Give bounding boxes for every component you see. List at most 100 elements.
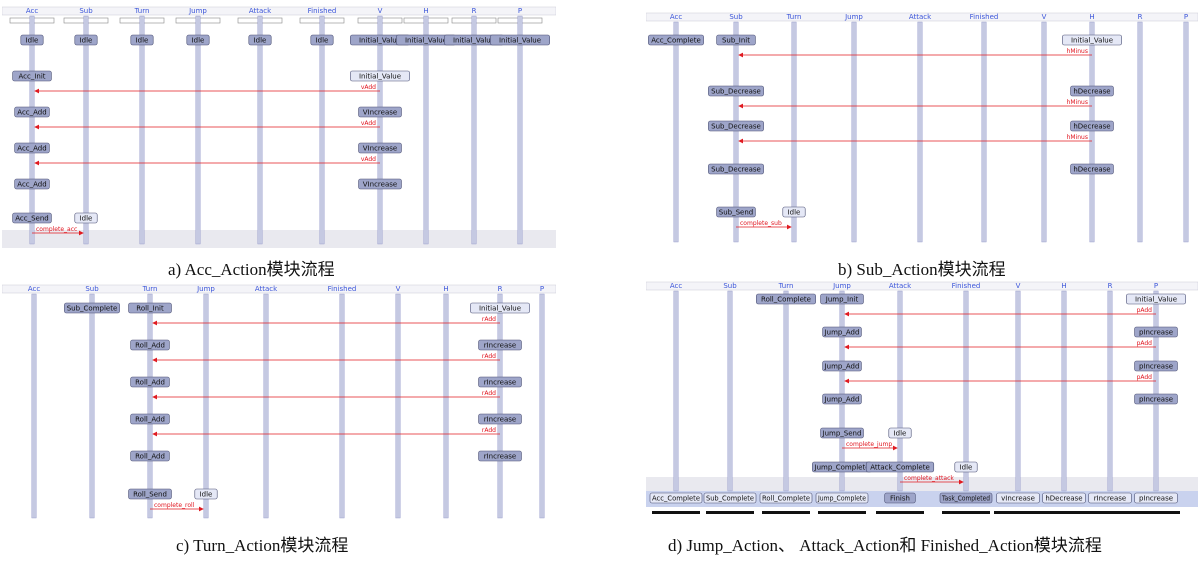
svg-text:Sub_Complete: Sub_Complete	[706, 495, 754, 503]
svg-text:Idle: Idle	[192, 37, 205, 45]
message-label: complete_jump	[846, 441, 892, 448]
message-label: vAdd	[361, 84, 376, 91]
lifeline-label: P	[1184, 13, 1188, 21]
svg-text:Idle: Idle	[960, 464, 973, 472]
lifeline-label: H	[1061, 282, 1066, 290]
state-node: Initial_Value	[350, 70, 410, 82]
state-node: Acc_Init	[12, 70, 52, 82]
lifeline-label: H	[423, 7, 428, 15]
state-node: rIncrease	[1088, 492, 1132, 504]
svg-text:Acc_Init: Acc_Init	[18, 73, 45, 81]
lifeline-finished	[981, 21, 987, 243]
state-node: Roll_Add	[130, 413, 170, 425]
lifeline-label: Turn	[134, 7, 150, 15]
state-node: Finish	[884, 492, 916, 504]
lifeline-label: R	[1108, 282, 1113, 290]
svg-text:Initial_Value: Initial_Value	[359, 37, 401, 45]
svg-text:hDecrease: hDecrease	[1073, 123, 1110, 131]
lifeline-acc	[29, 15, 35, 245]
state-node: rIncrease	[478, 413, 522, 425]
svg-text:pIncrease: pIncrease	[1139, 363, 1173, 371]
state-node: Initial_Value	[444, 34, 504, 46]
lifeline-label: R	[498, 285, 503, 293]
lifeline-label: Acc	[670, 13, 683, 21]
svg-text:Initial_Value: Initial_Value	[1071, 37, 1113, 45]
svg-text:Acc_Add: Acc_Add	[17, 181, 46, 189]
svg-text:rIncrease: rIncrease	[1094, 495, 1127, 503]
lifeline-label: Turn	[778, 282, 794, 290]
panel-d-caption: d) Jump_Action、 Attack_Action和 Finished_…	[668, 536, 1102, 555]
message-label: hMinus	[1067, 99, 1088, 106]
lifeline-p	[1183, 21, 1189, 243]
svg-text:pIncrease: pIncrease	[1139, 329, 1173, 337]
lifeline-h	[1061, 290, 1067, 492]
state-node: hDecrease	[1070, 120, 1114, 132]
svg-text:Jump_Add: Jump_Add	[824, 396, 860, 404]
state-node: Acc_Add	[14, 142, 50, 154]
state-node: Acc_Add	[14, 178, 50, 190]
state-node: VIncrease	[358, 142, 402, 154]
lifeline-attack	[917, 21, 923, 243]
lifeline-p	[517, 15, 523, 245]
state-node: Idle	[310, 34, 334, 46]
header-strip	[646, 12, 1198, 22]
lifeline-v	[377, 15, 383, 245]
svg-text:Jump_Complete: Jump_Complete	[817, 495, 866, 503]
lifeline-h	[1089, 21, 1095, 243]
state-node: Roll_Add	[130, 339, 170, 351]
state-node: rIncrease	[478, 376, 522, 388]
terminal-bar	[942, 511, 990, 514]
svg-text:Initial_Value: Initial_Value	[1135, 296, 1177, 304]
terminal-bar	[1132, 511, 1180, 514]
message-label: pAdd	[1137, 307, 1153, 314]
state-node: Idle	[194, 488, 218, 500]
lifeline-label: V	[378, 7, 383, 15]
state-node: Acc_Complete	[648, 34, 704, 46]
lifeline-label: Turn	[142, 285, 158, 293]
lifeline-label: Sub	[723, 282, 737, 290]
state-node: Idle	[20, 34, 44, 46]
lifeline-label: Jump	[832, 282, 851, 290]
lifeline-label: Sub	[79, 7, 93, 15]
message-label: complete_acc	[36, 226, 77, 233]
lifeline-p	[1153, 290, 1159, 492]
state-node: Jump_Complete	[812, 461, 872, 473]
lifeline-sub	[727, 290, 733, 492]
lifeline-label: Sub	[85, 285, 99, 293]
svg-text:VIncrease: VIncrease	[363, 145, 397, 153]
lifeline-label: Attack	[909, 13, 932, 21]
lifeline-h	[443, 293, 449, 519]
message-label: rAdd	[482, 316, 496, 323]
lifeline-sub	[89, 293, 95, 519]
state-node: Idle	[74, 34, 98, 46]
terminal-bar	[652, 511, 700, 514]
state-node: Roll_Init	[128, 302, 172, 314]
state-node: Roll_Add	[130, 376, 170, 388]
state-node: Initial_Value	[1062, 34, 1122, 46]
lifeline-label: V	[396, 285, 401, 293]
state-node: Idle	[186, 34, 210, 46]
message-label: pAdd	[1137, 340, 1153, 347]
lifeline-jump	[203, 293, 209, 519]
svg-text:Idle: Idle	[254, 37, 267, 45]
svg-text:Roll_Send: Roll_Send	[133, 491, 167, 499]
lifeline-label: R	[472, 7, 477, 15]
state-node: Acc_Add	[14, 106, 50, 118]
lifeline-label: Acc	[670, 282, 683, 290]
header-strip	[2, 284, 556, 294]
state-node: Acc_Send	[12, 212, 52, 224]
svg-text:Idle: Idle	[80, 37, 93, 45]
state-node: Sub_Decrease	[708, 120, 764, 132]
lifeline-r	[1137, 21, 1143, 243]
svg-text:Initial_Value: Initial_Value	[405, 37, 447, 45]
svg-text:Roll_Complete: Roll_Complete	[762, 495, 810, 503]
state-node: Roll_Add	[130, 450, 170, 462]
lifeline-attack	[263, 293, 269, 519]
svg-text:vIncrease: vIncrease	[1001, 495, 1035, 503]
message-label: hMinus	[1067, 134, 1088, 141]
terminal-bar	[994, 511, 1042, 514]
state-node: Sub_Init	[716, 34, 756, 46]
state-node: Attack_Complete	[865, 461, 935, 473]
